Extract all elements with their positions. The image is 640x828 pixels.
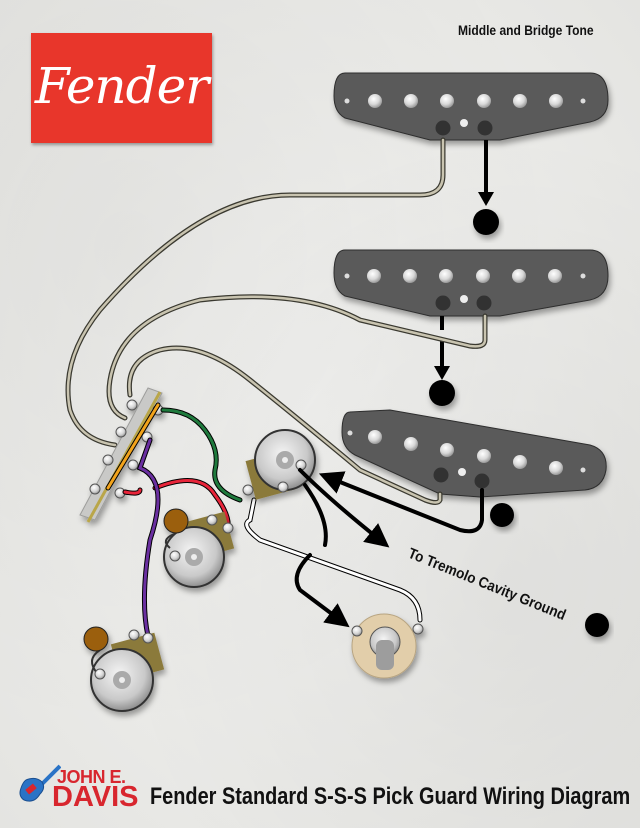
volume-pot — [242, 429, 316, 500]
diagram-title: Fender Standard S-S-S Pick Guard Wiring … — [150, 783, 631, 810]
guitar-icon — [19, 764, 61, 802]
tone-pot-middle-bridge — [83, 626, 165, 712]
selector-switch — [79, 387, 164, 523]
author-name-line1: JOHN E. — [57, 767, 126, 787]
neck-pickup — [333, 72, 609, 141]
tone-label: Middle and Bridge Tone — [458, 22, 594, 38]
fender-logo: Fender — [31, 33, 212, 143]
bridge-pickup — [341, 409, 607, 498]
ground-arrows — [429, 140, 609, 637]
fender-logo-text: Fender — [34, 57, 209, 115]
middle-pickup — [333, 249, 609, 317]
ground-wires — [294, 468, 484, 628]
output-jack — [351, 613, 424, 679]
tone-pot-neck — [163, 508, 235, 588]
colored-wires — [105, 402, 423, 639]
tremolo-ground-point — [585, 613, 609, 637]
john-e-davis-logo: JOHN E. DAVIS — [16, 764, 138, 814]
author-name-line2: DAVIS — [52, 781, 139, 813]
pickup-hot-wires — [65, 137, 488, 505]
